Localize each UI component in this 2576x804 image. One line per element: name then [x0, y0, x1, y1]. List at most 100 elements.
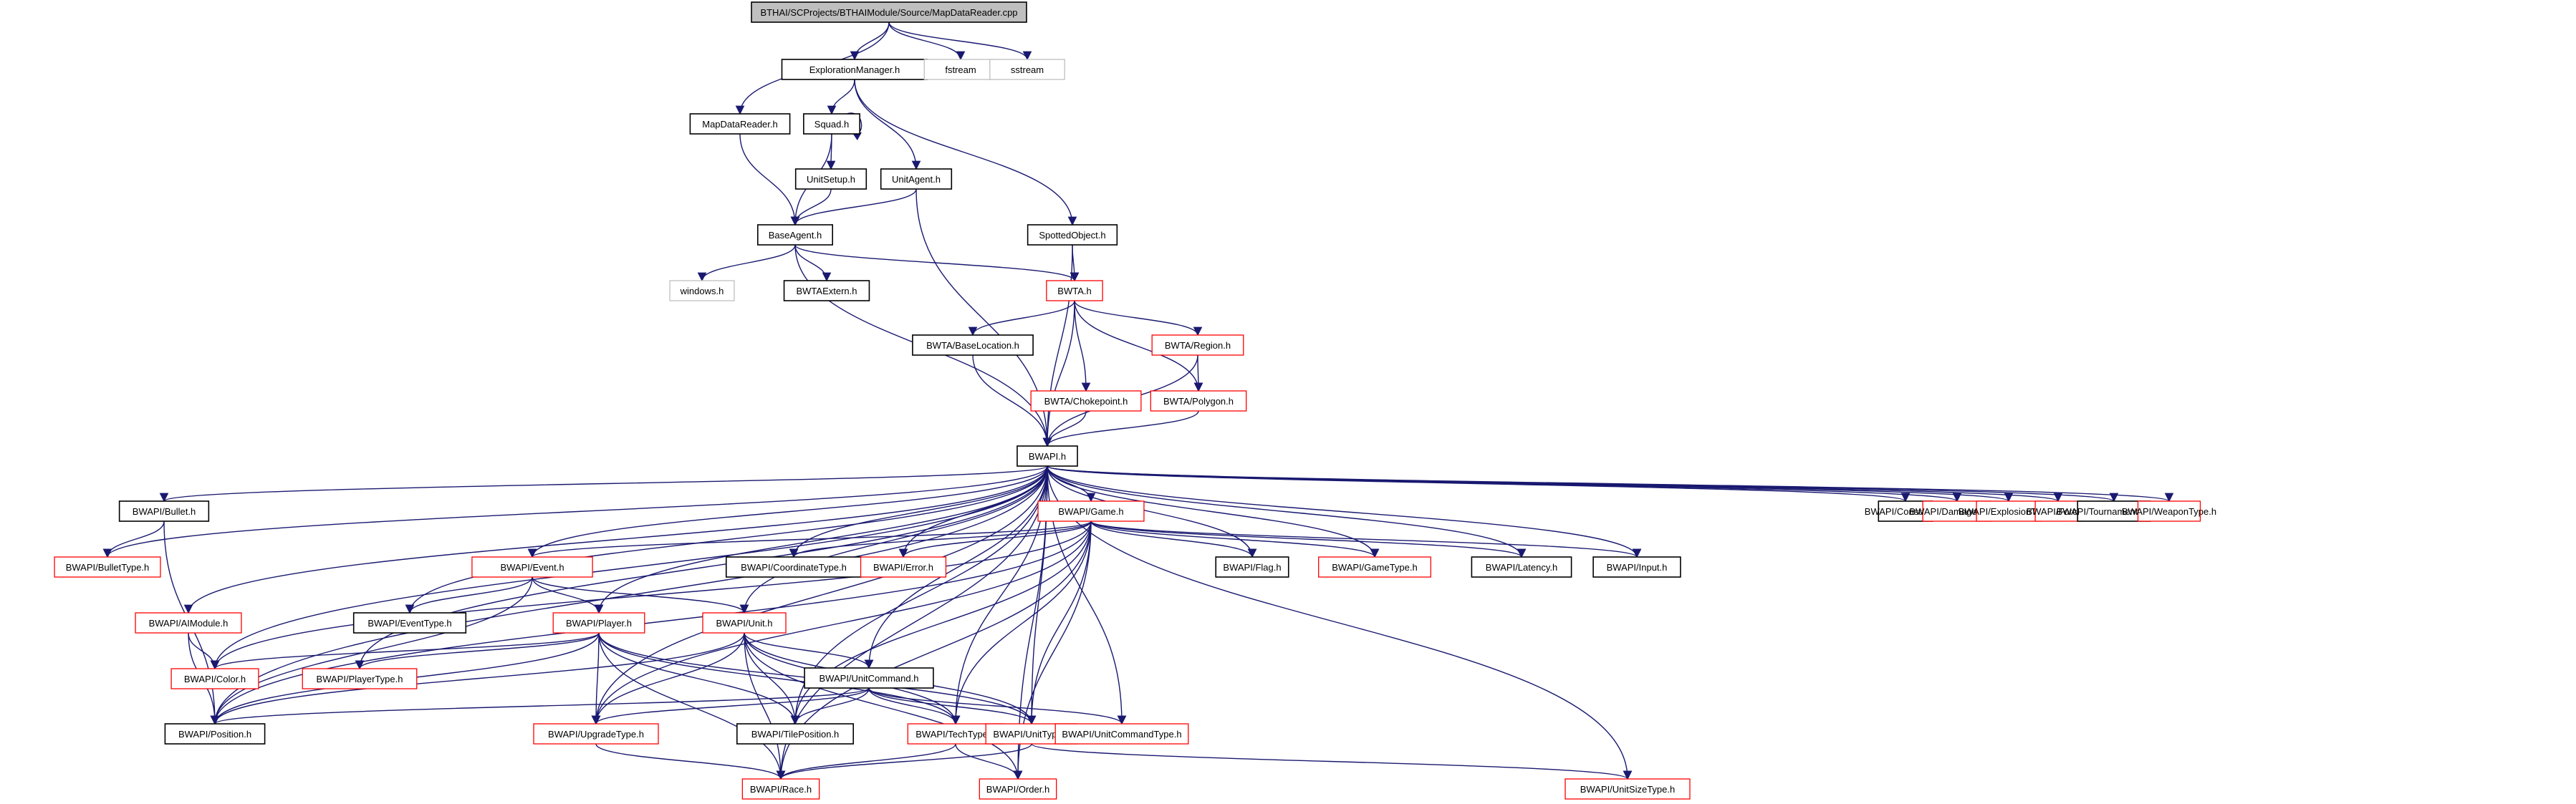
- node-SpottedObject[interactable]: SpottedObject.h: [1027, 224, 1118, 246]
- node-BaseLocation[interactable]: BWTA/BaseLocation.h: [912, 334, 1034, 356]
- node-Polygon[interactable]: BWTA/Polygon.h: [1150, 390, 1247, 412]
- node-WeaponType[interactable]: BWAPI/WeaponType.h: [2122, 500, 2216, 522]
- node-box[interactable]: [1151, 334, 1244, 356]
- node-box[interactable]: [725, 556, 862, 578]
- node-box[interactable]: [118, 500, 210, 522]
- node-Unit[interactable]: BWAPI/Unit.h: [702, 612, 787, 634]
- node-Chokepoint[interactable]: BWTA/Chokepoint.h: [1030, 390, 1142, 412]
- node-box[interactable]: [757, 224, 834, 246]
- node-box[interactable]: [751, 1, 1027, 23]
- node-Squad[interactable]: Squad.h: [803, 113, 860, 135]
- node-label: BWTA/Polygon.h: [1163, 396, 1234, 407]
- node-ExplosionType[interactable]: BWAPI/ExplosionType.h: [1959, 500, 2059, 522]
- node-box[interactable]: [1565, 778, 1691, 800]
- edge-Event-to-Player: [532, 576, 604, 614]
- node-box[interactable]: [912, 334, 1034, 356]
- node-MapDataReader[interactable]: MapDataReader.h: [689, 113, 791, 135]
- node-box[interactable]: [669, 280, 735, 301]
- node-box[interactable]: [352, 612, 467, 634]
- node-label: ExplorationManager.h: [809, 64, 900, 75]
- node-BWTAExtern[interactable]: BWTAExtern.h: [783, 280, 870, 301]
- node-Latency[interactable]: BWAPI/Latency.h: [1471, 556, 1572, 578]
- node-box[interactable]: [1037, 500, 1145, 522]
- node-BWTA[interactable]: BWTA.h: [1046, 280, 1103, 301]
- node-Input[interactable]: BWAPI/Input.h: [1592, 556, 1681, 578]
- node-Region[interactable]: BWTA/Region.h: [1151, 334, 1244, 356]
- node-AIModule[interactable]: BWAPI/AIModule.h: [135, 612, 242, 634]
- node-box[interactable]: [803, 113, 860, 135]
- node-CoordinateType[interactable]: BWAPI/CoordinateType.h: [725, 556, 862, 578]
- node-box[interactable]: [1030, 390, 1142, 412]
- node-box[interactable]: [923, 59, 998, 80]
- node-UnitSizeType[interactable]: BWAPI/UnitSizeType.h: [1565, 778, 1691, 800]
- node-box[interactable]: [860, 556, 947, 578]
- node-box[interactable]: [689, 113, 791, 135]
- node-box[interactable]: [804, 667, 934, 689]
- node-box[interactable]: [164, 723, 266, 745]
- node-ExplorationManager[interactable]: ExplorationManager.h: [781, 59, 928, 80]
- node-box[interactable]: [552, 612, 645, 634]
- node-box[interactable]: [1150, 390, 1247, 412]
- node-box[interactable]: [979, 778, 1057, 800]
- node-BaseAgent[interactable]: BaseAgent.h: [757, 224, 834, 246]
- node-box[interactable]: [170, 668, 259, 689]
- node-box[interactable]: [741, 778, 820, 800]
- node-box[interactable]: [989, 59, 1065, 80]
- node-BulletType[interactable]: BWAPI/BulletType.h: [54, 556, 161, 578]
- node-sstream[interactable]: sstream: [989, 59, 1065, 80]
- node-EventType[interactable]: BWAPI/EventType.h: [352, 612, 467, 634]
- node-box[interactable]: [1017, 445, 1078, 467]
- edge-root-to-sstream: [888, 21, 1032, 61]
- node-box[interactable]: [1471, 556, 1572, 578]
- node-box[interactable]: [1592, 556, 1681, 578]
- node-box[interactable]: [794, 168, 868, 190]
- node-Race[interactable]: BWAPI/Race.h: [741, 778, 820, 800]
- node-box[interactable]: [1215, 556, 1289, 578]
- node-Bullet[interactable]: BWAPI/Bullet.h: [118, 500, 210, 522]
- node-box[interactable]: [1046, 280, 1103, 301]
- node-Event[interactable]: BWAPI/Event.h: [471, 556, 593, 578]
- node-Error[interactable]: BWAPI/Error.h: [860, 556, 947, 578]
- node-Force[interactable]: BWAPI/Force.h: [2026, 500, 2090, 522]
- node-Player[interactable]: BWAPI/Player.h: [552, 612, 645, 634]
- node-box[interactable]: [783, 280, 870, 301]
- node-box[interactable]: [781, 59, 928, 80]
- node-root[interactable]: BTHAI/SCProjects/BTHAIModule/Source/MapD…: [751, 1, 1027, 23]
- node-fstream[interactable]: fstream: [923, 59, 998, 80]
- node-label: UnitSetup.h: [807, 174, 855, 185]
- node-box[interactable]: [736, 723, 855, 745]
- node-box[interactable]: [1976, 500, 2042, 522]
- node-TilePosition[interactable]: BWAPI/TilePosition.h: [736, 723, 855, 745]
- node-Game[interactable]: BWAPI/Game.h: [1037, 500, 1145, 522]
- edge-BWAPI-to-Flag: [1047, 465, 1257, 558]
- node-Order[interactable]: BWAPI/Order.h: [979, 778, 1057, 800]
- node-UnitCommand[interactable]: BWAPI/UnitCommand.h: [804, 667, 934, 689]
- node-GameType[interactable]: BWAPI/GameType.h: [1318, 556, 1431, 578]
- node-box[interactable]: [533, 723, 659, 745]
- node-UnitSetup[interactable]: UnitSetup.h: [794, 168, 868, 190]
- node-Color[interactable]: BWAPI/Color.h: [170, 668, 259, 689]
- node-box[interactable]: [1027, 224, 1118, 246]
- node-box[interactable]: [2034, 500, 2082, 522]
- node-UpgradeType[interactable]: BWAPI/UpgradeType.h: [533, 723, 659, 745]
- node-box[interactable]: [135, 612, 242, 634]
- node-Position[interactable]: BWAPI/Position.h: [164, 723, 266, 745]
- node-box[interactable]: [880, 168, 953, 190]
- node-box[interactable]: [471, 556, 593, 578]
- node-box[interactable]: [54, 556, 161, 578]
- node-box[interactable]: [302, 668, 418, 689]
- edge-Game-to-Event: [528, 520, 1092, 558]
- node-BWAPI[interactable]: BWAPI.h: [1017, 445, 1078, 467]
- node-Flag[interactable]: BWAPI/Flag.h: [1215, 556, 1289, 578]
- edge-BWAPI-to-Order: [1013, 465, 1048, 780]
- node-box[interactable]: [2137, 500, 2201, 522]
- node-box[interactable]: [1318, 556, 1431, 578]
- node-PlayerType[interactable]: BWAPI/PlayerType.h: [302, 668, 418, 689]
- node-windows[interactable]: windows.h: [669, 280, 735, 301]
- node-UnitAgent[interactable]: UnitAgent.h: [880, 168, 953, 190]
- node-box[interactable]: [702, 612, 787, 634]
- edge-Game-to-GameType: [1090, 520, 1380, 558]
- node-UnitCommandType[interactable]: BWAPI/UnitCommandType.h: [1054, 723, 1189, 745]
- node-label: SpottedObject.h: [1039, 230, 1105, 241]
- node-box[interactable]: [1054, 723, 1189, 745]
